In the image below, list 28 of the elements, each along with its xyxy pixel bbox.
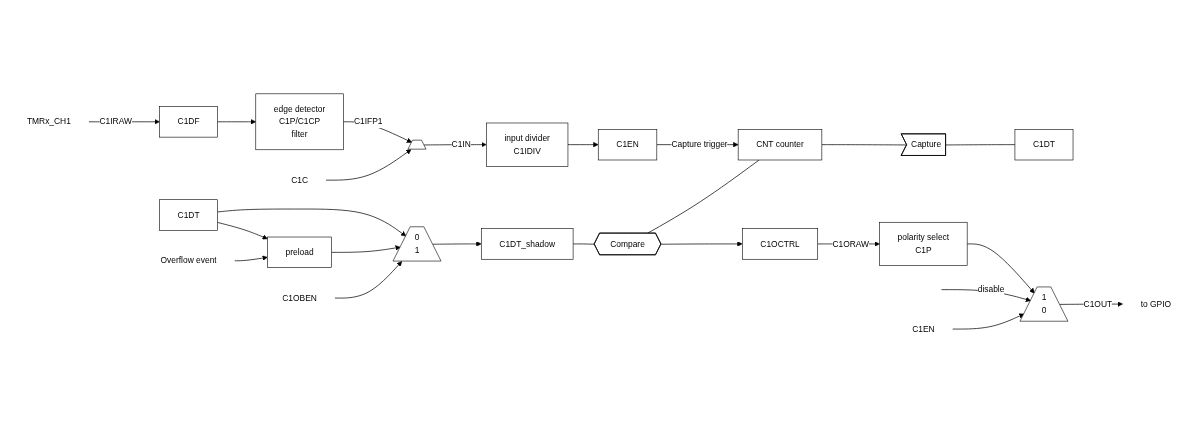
connector (821, 144, 908, 146)
edge-label: disable (977, 284, 1005, 295)
edge-label: C1IN (451, 139, 471, 150)
node-box: C1DF (159, 106, 218, 138)
node-box: C1DT (159, 199, 218, 231)
node-box: input divider C1IDIV (486, 122, 569, 167)
node-box: edge detector C1P/C1CP filter (255, 93, 344, 150)
connector (945, 144, 1016, 146)
node-text: Overflow event (160, 255, 217, 266)
node-text: C1EN (912, 323, 935, 334)
node-text: C1C (291, 174, 309, 185)
node-box: preload (267, 236, 332, 268)
node-text: TMRx_CH1 (26, 116, 71, 127)
node-text: to GPIO (1140, 298, 1172, 309)
node-box: C1DT (1014, 128, 1074, 161)
edge-label: C1IFP1 (353, 116, 383, 127)
connector (572, 243, 595, 245)
node-box: C1EN (597, 128, 658, 161)
node-box: C1OCTRL (742, 228, 818, 260)
edge-label: C1OUT (1083, 298, 1113, 309)
edge-label: Capture trigger (671, 139, 728, 150)
node-text: C1OBEN (282, 292, 317, 303)
node-trapezoid (407, 139, 427, 150)
edge-label: C1ORAW (832, 238, 870, 249)
node-box: polarity select C1P (879, 221, 968, 266)
node-box: CNT counter (737, 128, 823, 161)
edge-label: C1IRAW (99, 116, 132, 127)
node-box: C1DT_shadow (480, 228, 574, 260)
